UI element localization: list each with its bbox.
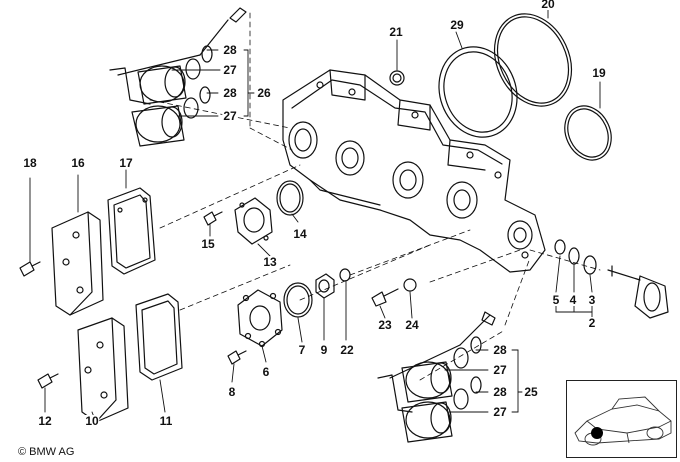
cover-16 — [51, 211, 104, 316]
callout-28-a: 28 — [222, 43, 238, 57]
guide-lines — [149, 12, 601, 381]
gasket-17 — [107, 187, 156, 275]
cover-6 — [237, 289, 283, 348]
callout-21: 21 — [388, 25, 404, 39]
callout-12: 12 — [37, 414, 53, 428]
car-location-icon — [574, 396, 672, 446]
o-ring-21 — [389, 70, 405, 86]
callout-26: 26 — [256, 86, 272, 100]
bolt-18 — [19, 261, 41, 277]
callout-27-c: 27 — [492, 363, 508, 377]
piston-assembly-lower — [377, 311, 496, 443]
callout-4: 4 — [568, 293, 578, 307]
cover-10 — [77, 317, 129, 423]
callout-25: 25 — [523, 385, 539, 399]
transmission-housing — [282, 69, 546, 273]
leader-lines — [29, 9, 601, 423]
callout-28-d: 28 — [492, 385, 508, 399]
copyright-text: © BMW AG — [18, 446, 75, 458]
callout-13: 13 — [262, 255, 278, 269]
callout-9: 9 — [319, 343, 329, 357]
callout-14: 14 — [292, 227, 308, 241]
gasket-11 — [135, 293, 183, 381]
callout-11: 11 — [158, 414, 174, 428]
piston-assembly-upper — [109, 7, 247, 147]
callout-6: 6 — [261, 365, 271, 379]
callout-27-d: 27 — [492, 405, 508, 419]
callout-23: 23 — [377, 318, 393, 332]
o-ring-20 — [493, 13, 573, 107]
callout-29: 29 — [449, 18, 465, 32]
cover-13 — [234, 197, 273, 245]
callout-3: 3 — [587, 293, 597, 307]
location-marker — [591, 427, 603, 439]
bolt-12 — [37, 373, 59, 389]
vehicle-location-thumbnail — [566, 380, 677, 458]
bracket-2 — [555, 305, 593, 319]
callout-5: 5 — [551, 293, 561, 307]
callout-20: 20 — [540, 0, 556, 11]
gasket-29 — [438, 46, 518, 138]
callout-10: 10 — [84, 414, 100, 428]
seal-14 — [276, 180, 304, 216]
callout-22: 22 — [339, 343, 355, 357]
callout-17: 17 — [118, 156, 134, 170]
callout-16: 16 — [70, 156, 86, 170]
callout-27-a: 27 — [222, 63, 238, 77]
bolt-8 — [227, 350, 247, 365]
seal-7 — [283, 282, 313, 318]
bolt-23 — [371, 288, 399, 307]
callout-15: 15 — [200, 237, 216, 251]
callout-8: 8 — [227, 385, 237, 399]
plug-9 — [315, 273, 335, 299]
bolt-15 — [203, 211, 223, 226]
callout-19: 19 — [591, 66, 607, 80]
callout-27-b: 27 — [222, 109, 238, 123]
o-ring-19 — [564, 105, 612, 161]
callout-18: 18 — [22, 156, 38, 170]
callout-7: 7 — [297, 343, 307, 357]
callout-24: 24 — [404, 318, 420, 332]
seal-22 — [339, 268, 351, 282]
callout-28-c: 28 — [492, 343, 508, 357]
callout-28-b: 28 — [222, 86, 238, 100]
seal-24 — [403, 278, 417, 292]
callout-2: 2 — [587, 316, 597, 330]
